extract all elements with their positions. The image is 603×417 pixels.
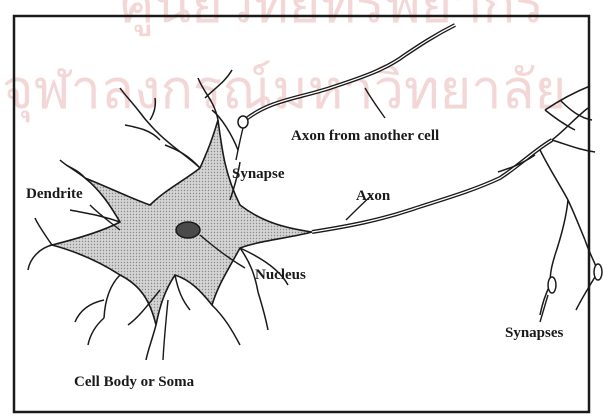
synapse-knob [594,264,602,280]
label-synapses: Synapses [505,325,564,341]
watermark-line-2: จุฬาลงกรณ์มหาวิทยาลัย [2,58,566,123]
nucleus [176,222,200,238]
label-axon: Axon [356,188,391,204]
label-cell-body: Cell Body or Soma [74,374,195,390]
synapse-knob [238,116,248,128]
label-nucleus: Nucleus [255,267,306,283]
watermark-line-1: ศูนย์วิทยทรัพยากร [120,0,544,36]
synapse-knob [548,277,556,293]
label-synapse: Synapse [232,166,285,182]
label-dendrite: Dendrite [26,186,83,202]
label-axon-from-another-cell: Axon from another cell [291,128,439,144]
